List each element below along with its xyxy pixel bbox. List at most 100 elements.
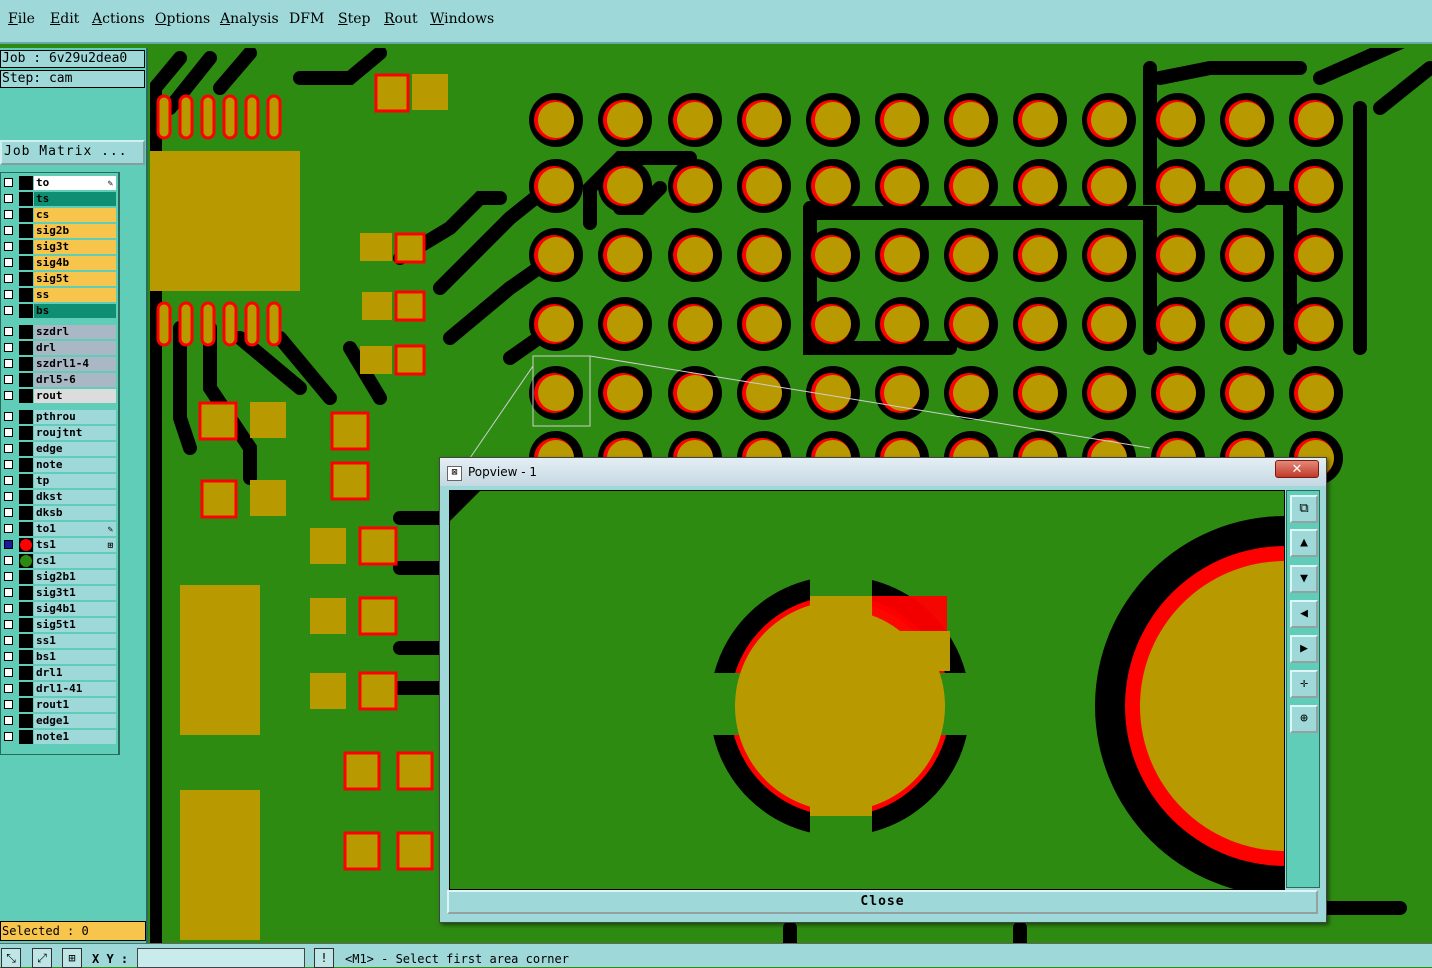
layer-checkbox[interactable] xyxy=(4,178,13,187)
layer-checkbox[interactable] xyxy=(4,444,13,453)
layer-row-rout1[interactable]: rout1 xyxy=(1,697,119,713)
layer-checkbox[interactable] xyxy=(4,210,13,219)
layer-name[interactable]: ts xyxy=(34,192,116,206)
alert-icon[interactable]: ! xyxy=(314,948,334,968)
layer-row-to1[interactable]: to1✎ xyxy=(1,521,119,537)
layer-name[interactable]: tp xyxy=(34,474,116,488)
layer-row-edge1[interactable]: edge1 xyxy=(1,713,119,729)
layer-name[interactable]: sig2b1 xyxy=(34,570,116,584)
layer-checkbox[interactable] xyxy=(4,508,13,517)
layer-name[interactable]: drl1-41 xyxy=(34,682,116,696)
zoom-in-icon[interactable]: ✛ xyxy=(1290,670,1318,698)
layer-row-sig3t1[interactable]: sig3t1 xyxy=(1,585,119,601)
layer-row-note1[interactable]: note1 xyxy=(1,729,119,745)
layer-checkbox[interactable] xyxy=(4,327,13,336)
job-matrix-button[interactable]: Job Matrix ... xyxy=(0,140,145,165)
layer-checkbox[interactable] xyxy=(4,636,13,645)
menu-dfm[interactable]: DFM xyxy=(289,11,325,27)
layer-name[interactable]: sig5t xyxy=(34,272,116,286)
layer-row-bs[interactable]: bs xyxy=(1,303,119,319)
close-button[interactable]: Close xyxy=(447,890,1318,914)
layer-checkbox[interactable] xyxy=(4,588,13,597)
layer-row-dkst[interactable]: dkst xyxy=(1,489,119,505)
layer-name[interactable]: sig3t xyxy=(34,240,116,254)
menu-rout[interactable]: Rout xyxy=(384,11,418,27)
layer-row-roujtnt[interactable]: roujtnt xyxy=(1,425,119,441)
layer-row-drl1-41[interactable]: drl1-41 xyxy=(1,681,119,697)
close-icon[interactable]: ✕ xyxy=(1275,460,1319,478)
layer-row-cs1[interactable]: cs1 xyxy=(1,553,119,569)
layer-checkbox[interactable] xyxy=(4,290,13,299)
layer-row-edge[interactable]: edge xyxy=(1,441,119,457)
popview-titlebar[interactable]: ⊠ Popview - 1 ✕ xyxy=(440,458,1326,486)
layer-name[interactable]: dkst xyxy=(34,490,116,504)
layer-row-dksb[interactable]: dksb xyxy=(1,505,119,521)
layer-name[interactable]: bs1 xyxy=(34,650,116,664)
layer-row-note[interactable]: note xyxy=(1,457,119,473)
layer-name[interactable]: drl1 xyxy=(34,666,116,680)
pan-left-icon[interactable]: ◀ xyxy=(1290,600,1318,628)
layer-checkbox[interactable] xyxy=(4,226,13,235)
layer-row-sig3t[interactable]: sig3t xyxy=(1,239,119,255)
layer-checkbox[interactable] xyxy=(4,258,13,267)
layer-checkbox[interactable] xyxy=(4,375,13,384)
layer-row-drl[interactable]: drl xyxy=(1,340,119,356)
layer-checkbox[interactable] xyxy=(4,359,13,368)
layer-name[interactable]: ss xyxy=(34,288,116,302)
layer-checkbox[interactable] xyxy=(4,343,13,352)
layer-checkbox[interactable] xyxy=(4,700,13,709)
layer-name[interactable]: szdrl xyxy=(34,325,116,339)
pan-down-icon[interactable]: ▼ xyxy=(1290,565,1318,593)
layer-row-sig4b[interactable]: sig4b xyxy=(1,255,119,271)
layer-name[interactable]: edge1 xyxy=(34,714,116,728)
layer-name[interactable]: ss1 xyxy=(34,634,116,648)
layer-checkbox[interactable] xyxy=(4,572,13,581)
xy-input[interactable] xyxy=(137,948,305,968)
layer-name[interactable]: bs xyxy=(34,304,116,318)
layer-checkbox[interactable] xyxy=(4,460,13,469)
layer-checkbox[interactable] xyxy=(4,476,13,485)
layer-row-sig2b1[interactable]: sig2b1 xyxy=(1,569,119,585)
layer-name[interactable]: sig3t1 xyxy=(34,586,116,600)
layer-name[interactable]: rout1 xyxy=(34,698,116,712)
menu-actions[interactable]: Actions xyxy=(92,11,145,27)
layer-checkbox[interactable] xyxy=(4,652,13,661)
layer-name[interactable]: cs1 xyxy=(34,554,116,568)
menu-windows[interactable]: Windows xyxy=(430,11,495,27)
layer-checkbox[interactable] xyxy=(4,732,13,741)
layer-checkbox[interactable] xyxy=(4,716,13,725)
layer-checkbox[interactable] xyxy=(4,620,13,629)
layer-row-sig5t[interactable]: sig5t xyxy=(1,271,119,287)
layer-name[interactable]: cs xyxy=(34,208,116,222)
layer-name[interactable]: sig2b xyxy=(34,224,116,238)
layer-checkbox[interactable] xyxy=(4,391,13,400)
menu-edit[interactable]: Edit xyxy=(50,11,80,27)
layer-checkbox[interactable] xyxy=(4,194,13,203)
layer-checkbox[interactable] xyxy=(4,274,13,283)
layer-name[interactable]: drl xyxy=(34,341,116,355)
layer-name[interactable]: szdrl1-4 xyxy=(34,357,116,371)
snap-grid-icon[interactable]: ⊞ xyxy=(62,948,82,968)
zoom-out-icon[interactable]: ⊕ xyxy=(1290,705,1318,733)
layer-row-sig2b[interactable]: sig2b xyxy=(1,223,119,239)
layer-checkbox[interactable] xyxy=(4,556,13,565)
layer-row-ss1[interactable]: ss1 xyxy=(1,633,119,649)
layer-row-sig5t1[interactable]: sig5t1 xyxy=(1,617,119,633)
layer-name[interactable]: pthrou xyxy=(34,410,116,424)
layer-checkbox[interactable] xyxy=(4,524,13,533)
popview-canvas[interactable] xyxy=(449,490,1285,890)
layer-name[interactable]: to1✎ xyxy=(34,522,116,536)
menu-step[interactable]: Step xyxy=(338,11,371,27)
layer-row-sig4b1[interactable]: sig4b1 xyxy=(1,601,119,617)
layer-name[interactable]: rout xyxy=(34,389,116,403)
layer-name[interactable]: to✎ xyxy=(34,176,116,190)
layer-name[interactable]: dksb xyxy=(34,506,116,520)
layer-name[interactable]: note1 xyxy=(34,730,116,744)
layer-row-ts1[interactable]: ts1⊞ xyxy=(1,537,119,553)
menu-file[interactable]: File xyxy=(8,11,35,27)
menu-analysis[interactable]: Analysis xyxy=(220,11,279,27)
layer-checkbox[interactable] xyxy=(4,242,13,251)
layer-name[interactable]: sig4b1 xyxy=(34,602,116,616)
layer-checkbox[interactable] xyxy=(4,306,13,315)
layer-checkbox[interactable] xyxy=(4,668,13,677)
